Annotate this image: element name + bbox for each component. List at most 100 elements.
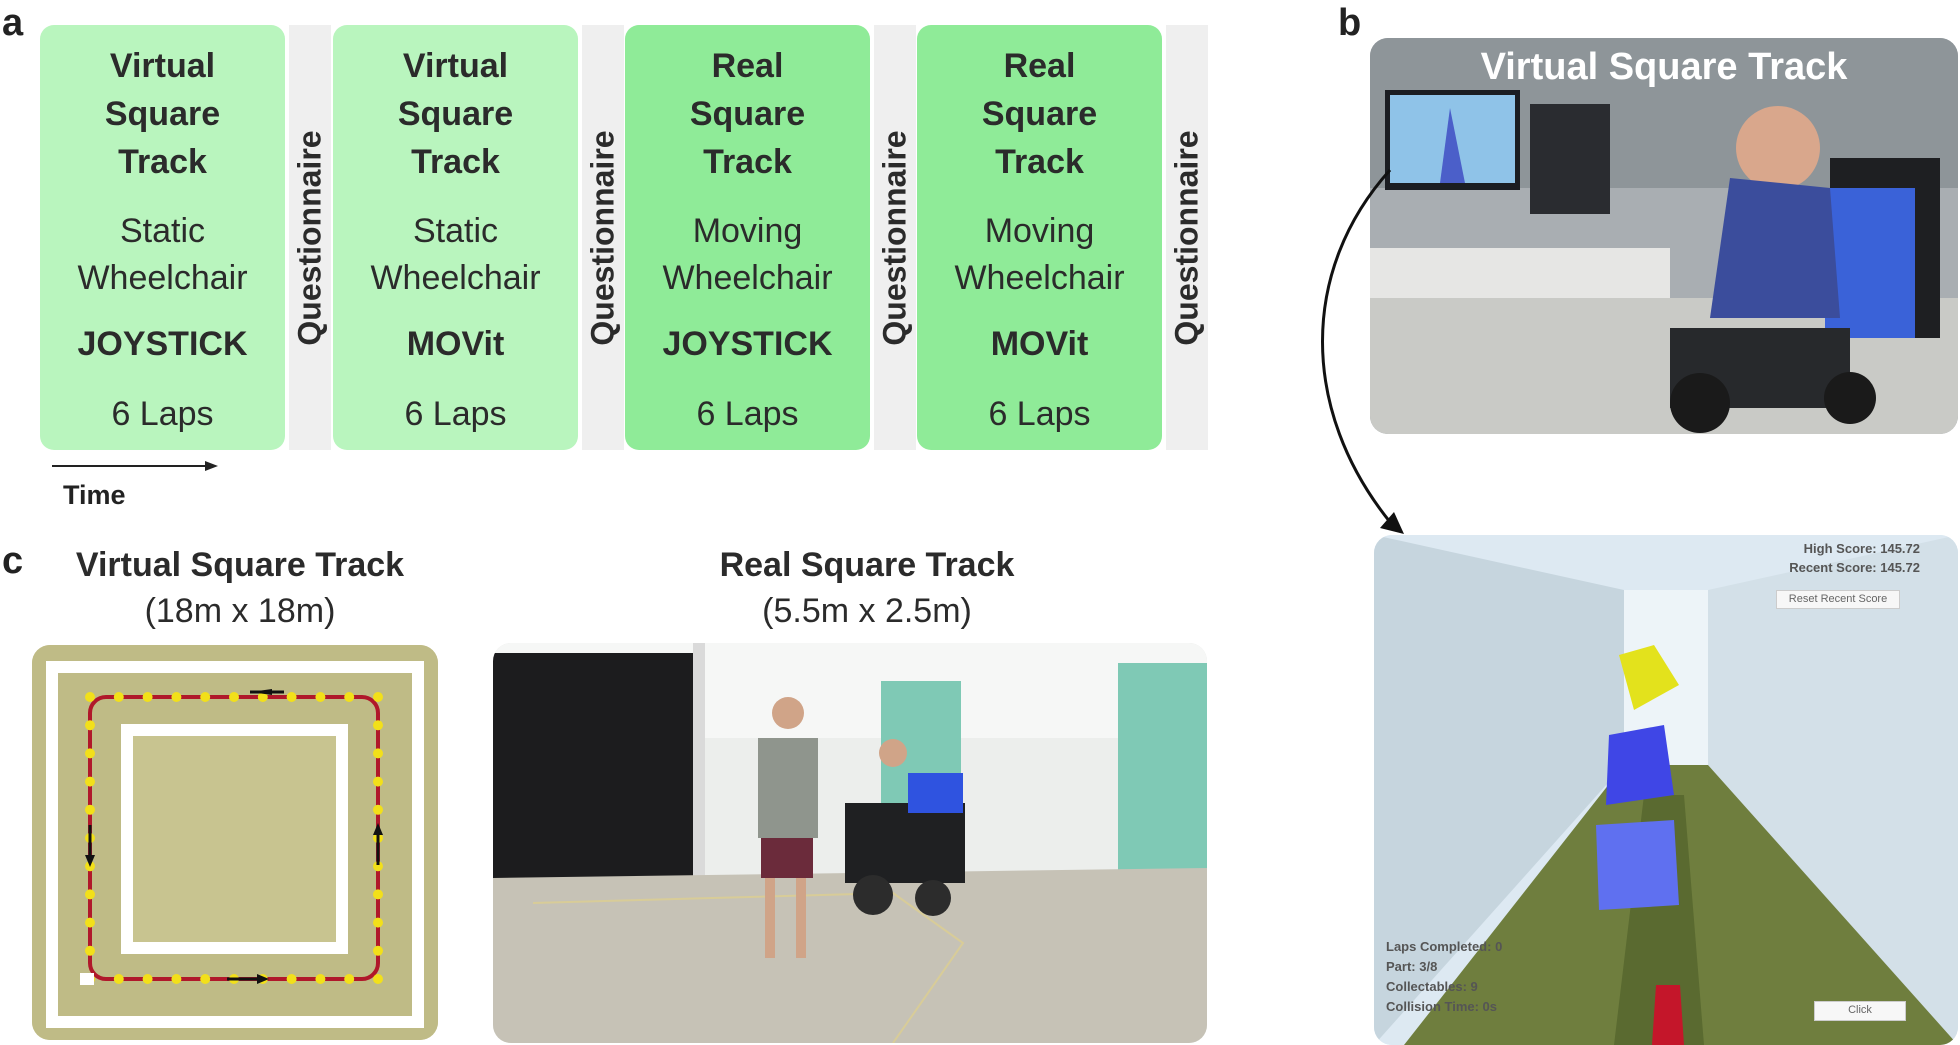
track-checkpoint-dot [315, 692, 326, 702]
track-checkpoint-dot [85, 748, 95, 759]
track-checkpoint-dot [113, 692, 124, 702]
direction-arrow-icon [373, 823, 383, 835]
condition-wheelchair-line-2: Wheelchair [662, 259, 833, 297]
track-checkpoint-dot [373, 776, 383, 787]
condition-track-line-2: Square [397, 95, 514, 133]
track-checkpoint-dot [85, 776, 95, 787]
panel-label-b: b [1338, 2, 1362, 44]
real-track-title: Real Square Track (5.5m x 2.5m) [617, 542, 1117, 634]
reset-recent-score-button[interactable]: Reset Recent Score [1776, 590, 1900, 609]
track-checkpoint-dot [113, 974, 124, 984]
track-checkpoint-dot [286, 692, 297, 702]
track-checkpoint-dot [257, 692, 268, 702]
track-checkpoint-dot [373, 889, 383, 900]
recent-score-text: Recent Score: 145.72 [1789, 560, 1920, 575]
questionnaire-label: Questionnaire [1168, 129, 1205, 346]
track-checkpoint-dot [373, 917, 383, 928]
questionnaire-bar-2: Questionnaire [582, 25, 624, 450]
track-checkpoint-dot [373, 692, 383, 702]
track-checkpoint-dot [142, 974, 153, 984]
condition-track-line-2: Square [689, 95, 806, 133]
condition-track-line-2: Square [104, 95, 221, 133]
condition-wheelchair-line-1: Static [412, 212, 499, 250]
condition-control: JOYSTICK [77, 325, 248, 363]
track-checkpoint-dot [229, 692, 239, 702]
questionnaire-label: Questionnaire [584, 129, 621, 346]
condition-track-line-2: Square [981, 95, 1098, 133]
direction-arrow-icon [257, 974, 269, 984]
track-checkpoint-dot [373, 720, 383, 731]
track-checkpoint-dot [85, 889, 95, 900]
track-checkpoint-dot [85, 692, 95, 702]
condition-track-line-3: Track [995, 143, 1084, 181]
direction-arrow-icon [85, 855, 95, 867]
condition-control: MOVit [406, 325, 505, 363]
condition-laps: 6 Laps [111, 395, 214, 433]
high-score-text: High Score: 145.72 [1803, 541, 1920, 556]
questionnaire-label: Questionnaire [291, 129, 328, 346]
track-checkpoint-dot [315, 974, 326, 984]
part-text: Part: 3/8 [1386, 959, 1438, 974]
track-checkpoint-dot [142, 692, 153, 702]
condition-wheelchair-line-2: Wheelchair [370, 259, 541, 297]
track-checkpoint-dot [344, 974, 355, 984]
track-checkpoint-dot [373, 974, 383, 984]
track-checkpoint-dot [373, 945, 383, 956]
collectables-text: Collectables: 9 [1386, 979, 1478, 994]
questionnaire-bar-1: Questionnaire [289, 25, 331, 450]
track-checkpoint-dot [373, 804, 383, 815]
real-track-dims: (5.5m x 2.5m) [762, 592, 972, 630]
panel-label-c: c [2, 540, 24, 582]
condition-wheelchair-line-1: Moving [692, 212, 803, 250]
condition-wheelchair-line-2: Wheelchair [954, 259, 1125, 297]
questionnaire-label: Questionnaire [876, 129, 913, 346]
virtual-track-topview [32, 645, 438, 1040]
condition-wheelchair-line-2: Wheelchair [77, 259, 248, 297]
questionnaire-bar-4: Questionnaire [1166, 25, 1208, 450]
condition-track-line-1: Virtual [109, 47, 216, 85]
track-checkpoint-dot [85, 804, 95, 815]
condition-track-line-1: Real [711, 47, 784, 85]
curved-arrow-icon [1321, 168, 1404, 534]
track-checkpoint-dot [286, 974, 297, 984]
panel-label-a: a [2, 2, 24, 44]
track-checkpoint-dot [373, 748, 383, 759]
game-screenshot: High Score: 145.72 Recent Score: 145.72 … [1374, 535, 1958, 1045]
virtual-track-title: Virtual Square Track (18m x 18m) [40, 542, 440, 634]
click-button[interactable]: Click [1814, 1001, 1906, 1021]
time-arrow-icon [52, 461, 218, 471]
photo-title: Virtual Square Track [1480, 46, 1848, 88]
track-checkpoint-dot [200, 692, 211, 702]
condition-control: MOVit [990, 325, 1089, 363]
real-track-name: Real Square Track [719, 546, 1015, 584]
condition-laps: 6 Laps [988, 395, 1091, 433]
collision-time-text: Collision Time: 0s [1386, 999, 1498, 1014]
track-checkpoint-dot [171, 974, 182, 984]
condition-track-line-1: Virtual [402, 47, 509, 85]
condition-track-line-3: Track [411, 143, 500, 181]
condition-wheelchair-line-1: Moving [984, 212, 1095, 250]
virtual-track-name: Virtual Square Track [75, 546, 405, 584]
track-checkpoint-dot [85, 945, 95, 956]
track-checkpoint-dot [373, 861, 383, 872]
condition-track-line-3: Track [118, 143, 207, 181]
condition-laps: 6 Laps [696, 395, 799, 433]
track-checkpoint-dot [200, 974, 211, 984]
questionnaire-bar-3: Questionnaire [874, 25, 916, 450]
real-track-photo [493, 643, 1207, 1043]
virtual-track-dims: (18m x 18m) [144, 592, 336, 630]
time-label: Time [63, 480, 126, 510]
track-checkpoint-dot [85, 720, 95, 731]
condition-wheelchair-line-1: Static [119, 212, 206, 250]
track-checkpoint-dot [171, 692, 182, 702]
virtual-setup-photo: Virtual Square Track [1370, 38, 1958, 434]
laps-completed-text: Laps Completed: 0 [1386, 939, 1503, 954]
condition-laps: 6 Laps [404, 395, 507, 433]
condition-track-line-1: Real [1003, 47, 1076, 85]
condition-track-line-3: Track [703, 143, 792, 181]
track-checkpoint-dot [85, 917, 95, 928]
